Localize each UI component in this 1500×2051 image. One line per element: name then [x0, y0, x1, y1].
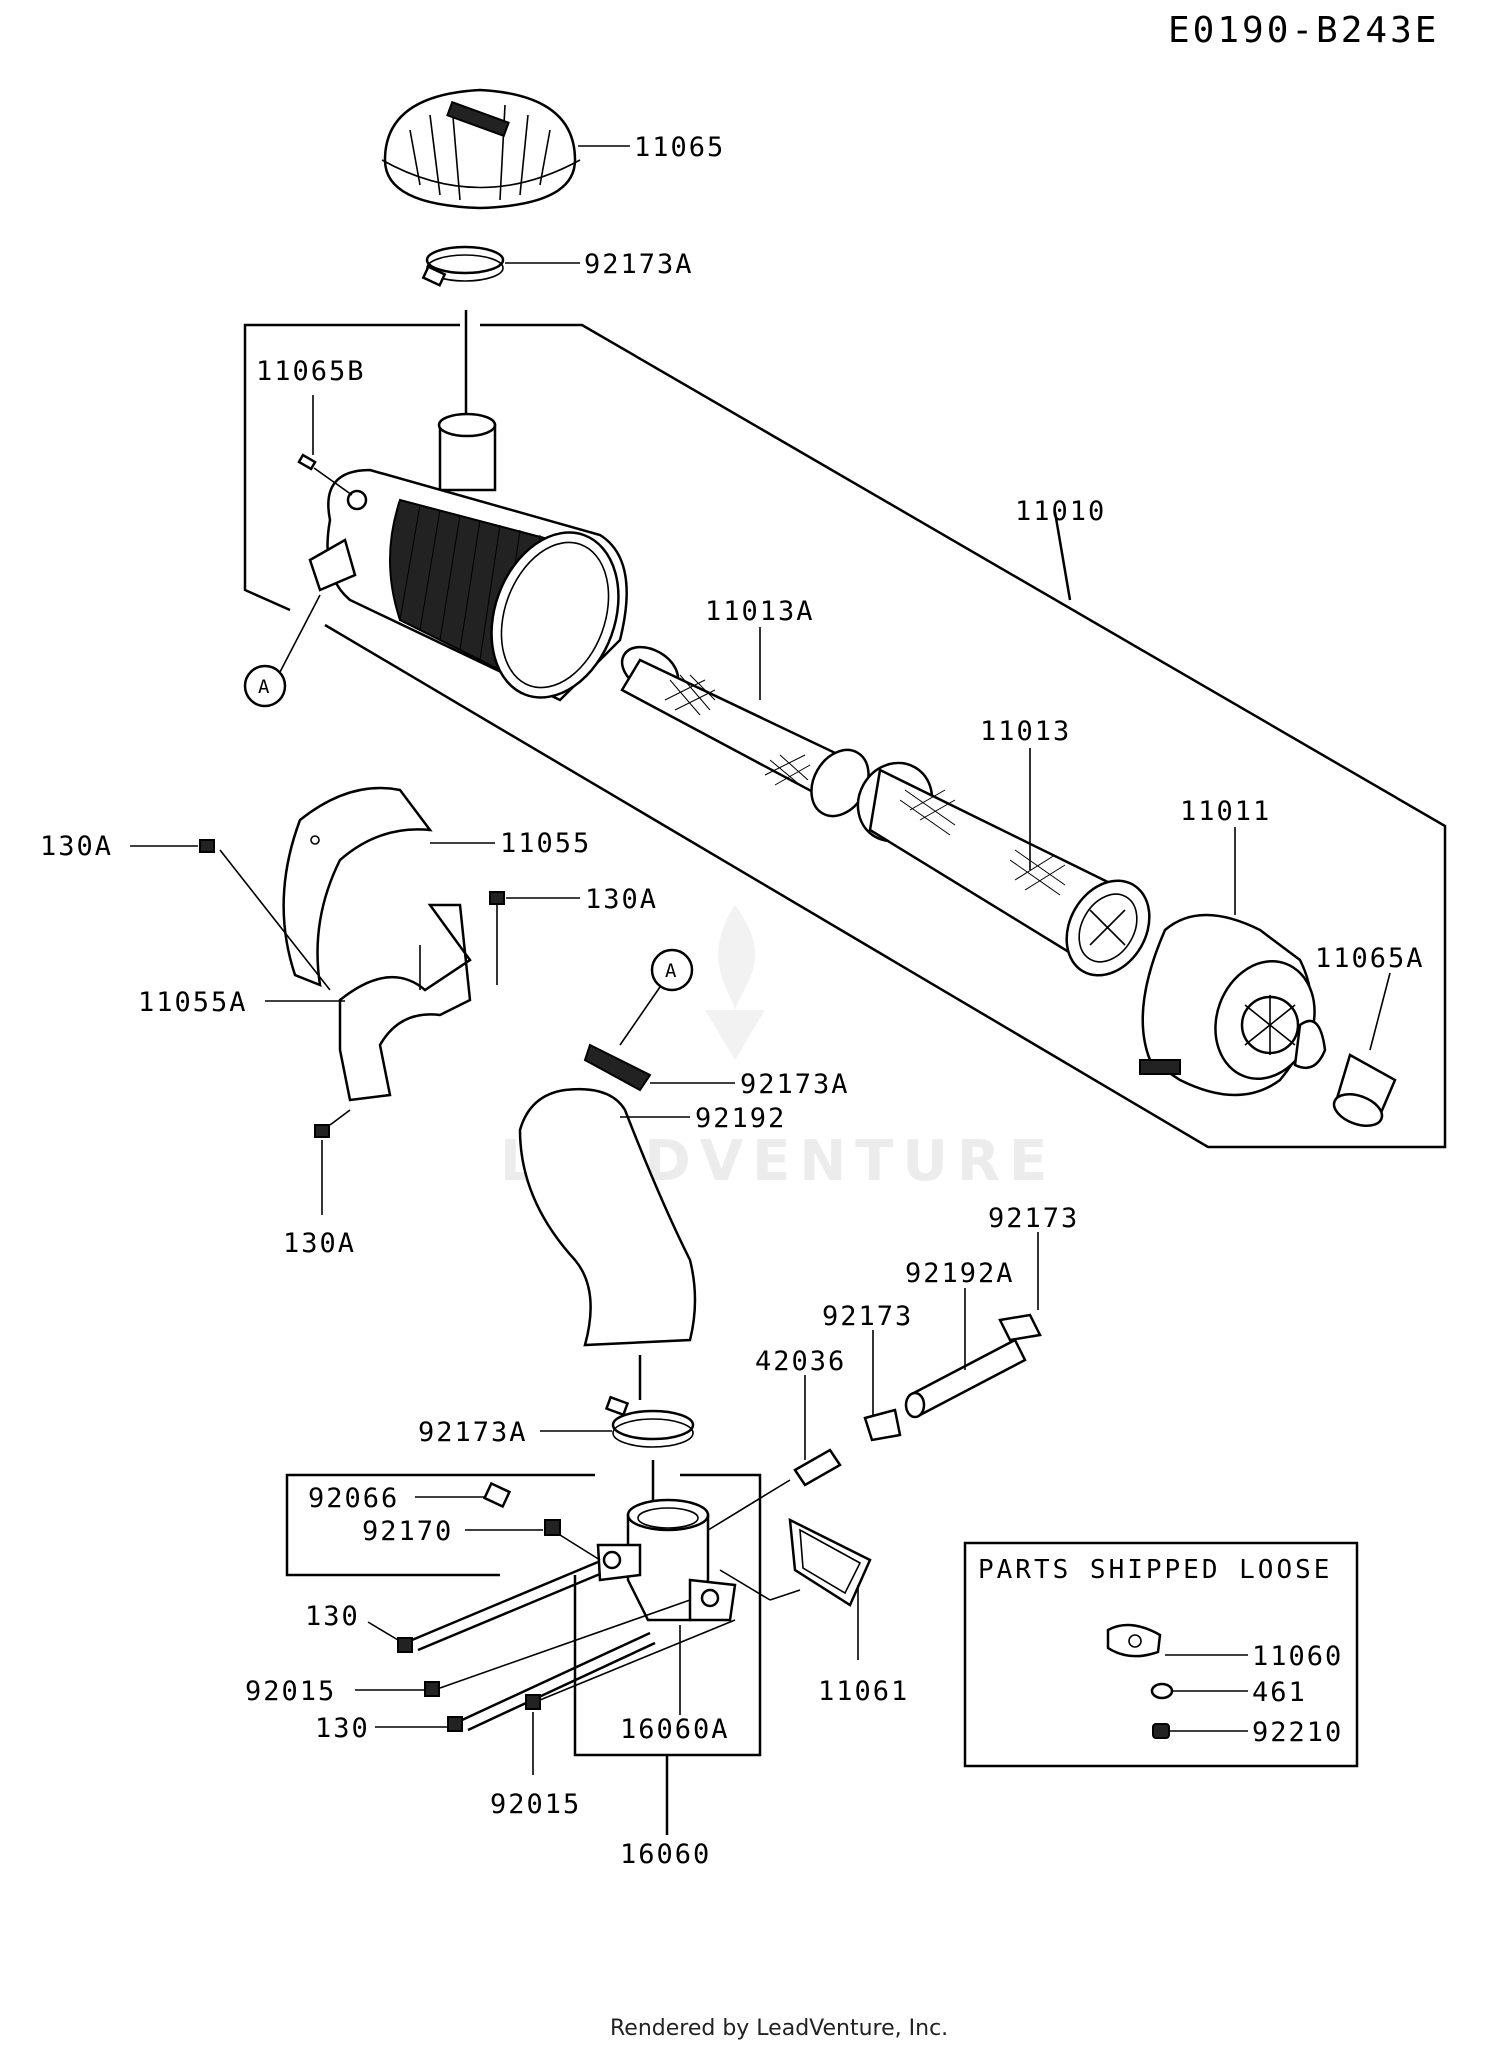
callout-16060A: 16060A: [620, 1714, 730, 1745]
hose-clamp-92173A-low: [540, 1395, 695, 1500]
callout-130A-left: 130A: [40, 831, 113, 862]
bolt-130-upper: [367, 1560, 601, 1653]
bracket-band-11055: [219, 786, 495, 991]
cap-92066: [415, 1481, 512, 1509]
loose-parts-title: PARTS SHIPPED LOOSE: [978, 1555, 1332, 1585]
callout-11013A: 11013A: [705, 596, 815, 627]
callout-92192: 92192: [695, 1103, 786, 1134]
callout-11061: 11061: [818, 1676, 909, 1707]
bolt-130A-left: [130, 839, 215, 853]
ref-a-mid-label: A: [665, 960, 677, 982]
callout-11013: 11013: [980, 716, 1071, 747]
callout-92015-left: 92015: [245, 1676, 336, 1707]
callout-11055: 11055: [500, 828, 591, 859]
callout-11011: 11011: [1180, 796, 1271, 827]
nut-92015-left: [355, 1599, 691, 1697]
callout-92173-top: 92173: [988, 1203, 1079, 1234]
callout-11065A: 11065A: [1315, 943, 1425, 974]
drain-valve-11065B: [297, 395, 353, 496]
bolt-130-lower: [375, 1631, 656, 1732]
intake-pipe-16060A: [596, 1498, 737, 1715]
callout-16060: 16060: [620, 1839, 711, 1870]
pipe-42036: [699, 1375, 842, 1536]
callout-11055A: 11055A: [138, 987, 248, 1018]
parts-shipped-loose-box: PARTS SHIPPED LOOSE 11060 461 92210: [963, 1541, 1359, 1768]
inner-element-11013A: [620, 627, 870, 818]
loose-part-11060: 11060: [1252, 1641, 1343, 1672]
callout-92173A-top: 92173A: [584, 249, 694, 280]
callout-92173A-low: 92173A: [418, 1417, 528, 1448]
callout-11010: 11010: [1015, 496, 1106, 527]
callout-11065B: 11065B: [256, 356, 366, 387]
callout-42036: 42036: [755, 1346, 846, 1377]
assembly-boundary-11010: [243, 323, 1447, 1149]
breather-hose-92192A: [904, 1288, 1027, 1419]
callout-130A-right: 130A: [585, 884, 658, 915]
loose-part-92210: 92210: [1252, 1717, 1343, 1748]
callout-92170: 92170: [362, 1516, 453, 1547]
nut-92015-bottom: [525, 1619, 736, 1775]
end-cover-11011: [1139, 827, 1327, 1097]
bolt-130A-bottom: [314, 1109, 351, 1215]
precleaner-cap-11065: [381, 88, 630, 210]
gasket-11061: [719, 1517, 872, 1660]
callout-11065: 11065: [634, 132, 725, 163]
bolt-130A-right: [489, 891, 580, 985]
diagram-code: E0190-B243E: [1168, 10, 1439, 51]
callout-92192A: 92192A: [905, 1258, 1015, 1289]
callout-92173A-mid: 92173A: [740, 1069, 850, 1100]
reference-a-circle-mid: [619, 948, 694, 1046]
callout-92015-bottom: 92015: [490, 1789, 581, 1820]
clip-92170: [465, 1519, 601, 1561]
hose-clamp-92173A-top: [421, 245, 580, 420]
callout-130-upper: 130: [305, 1601, 360, 1632]
rendered-by-footer: Rendered by LeadVenture, Inc.: [610, 2016, 948, 2041]
callout-92173-mid: 92173: [822, 1301, 913, 1332]
callout-92066: 92066: [308, 1483, 399, 1514]
reference-a-circle-left: [243, 594, 321, 708]
bracket-plate-11055A: [265, 903, 472, 1102]
ref-a-left-label: A: [258, 676, 270, 698]
callout-130-lower: 130: [315, 1713, 370, 1744]
clip-92173-mid: [863, 1330, 902, 1442]
intake-hose-92192: [518, 1088, 697, 1400]
hose-clamp-92173A-mid: [583, 1043, 735, 1092]
evacuator-valve-11065A: [1332, 972, 1397, 1127]
callout-130A-bottom: 130A: [283, 1228, 356, 1259]
loose-part-461: 461: [1252, 1677, 1307, 1708]
outer-element-11013: [856, 748, 1151, 977]
assembly-boundary-16060: [285, 1473, 762, 1835]
clip-92173-top: [998, 1232, 1042, 1342]
air-cleaner-housing: [308, 412, 628, 702]
